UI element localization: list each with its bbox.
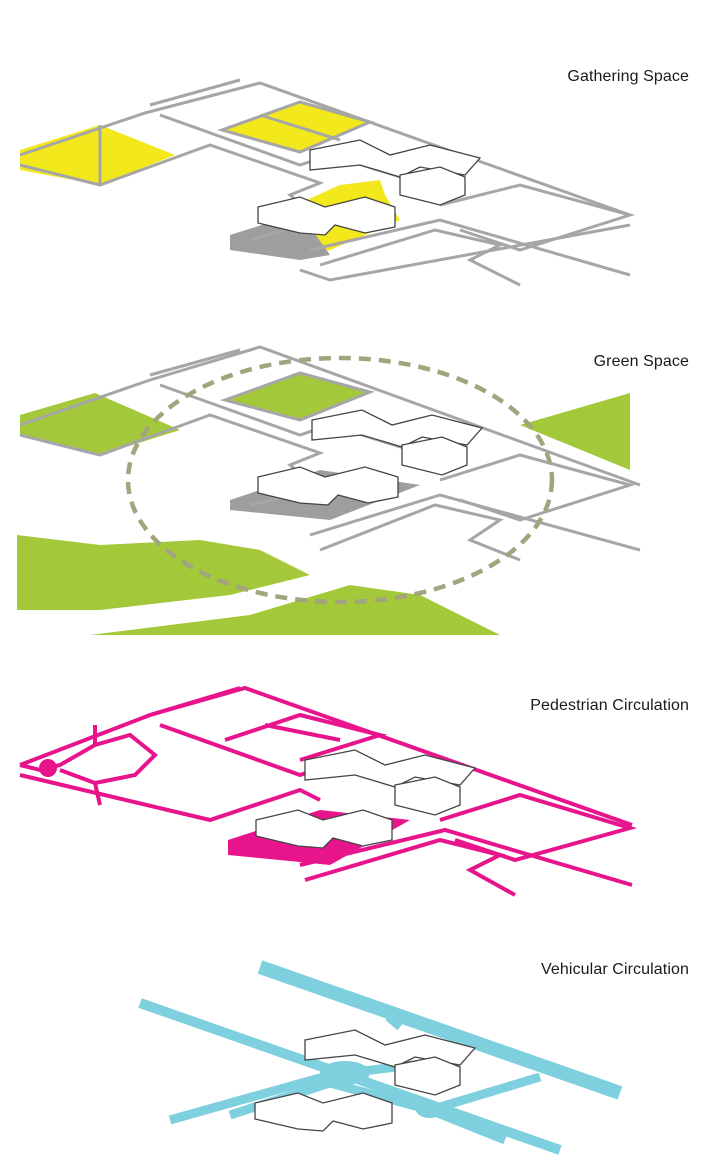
buildings	[255, 749, 477, 849]
building-north-wing	[401, 436, 468, 476]
gathering-zone-west	[20, 125, 175, 185]
building-south	[255, 809, 393, 849]
vehicular-circulation-title: Vehicular Circulation	[541, 961, 689, 978]
traffic-circle	[320, 1061, 370, 1085]
road-north-arterial	[257, 960, 623, 1100]
pedestrian-circulation-diagram	[19, 685, 638, 897]
building-south	[257, 196, 396, 236]
building-north	[304, 749, 477, 788]
green-field-east	[520, 393, 630, 470]
building-south	[254, 1092, 393, 1132]
green-field-west	[20, 393, 180, 455]
pedestrian-paths	[19, 685, 638, 897]
pedestrian-circulation-title: Pedestrian Circulation	[530, 697, 689, 714]
junction-node	[416, 1102, 444, 1118]
pedestrian-circulation-panel: Pedestrian Circulation	[0, 680, 708, 910]
building-north	[311, 409, 484, 448]
green-space-panel: Green Space	[0, 335, 708, 645]
green-space-diagram	[17, 345, 641, 635]
buildings	[254, 1029, 477, 1132]
road-east-branch	[428, 1072, 542, 1115]
roundabout-node	[39, 759, 57, 777]
gathering-space-diagram	[19, 78, 636, 287]
building-south	[257, 466, 399, 506]
road-connector-north	[385, 1013, 403, 1031]
influence-ring	[125, 355, 555, 605]
green-space-title: Green Space	[593, 353, 689, 370]
building-north-wing	[394, 1056, 461, 1096]
vehicular-circulation-panel: Vehicular Circulation	[0, 945, 708, 1167]
gathering-space-panel: Gathering Space	[0, 55, 708, 295]
buildings	[257, 409, 484, 506]
building-north-wing	[399, 166, 466, 206]
building-north-wing	[394, 776, 461, 816]
gathering-space-title: Gathering Space	[567, 68, 689, 85]
green-field-southwest	[17, 535, 310, 610]
building-north	[309, 139, 482, 178]
buildings	[257, 139, 482, 236]
vehicular-circulation-diagram	[138, 960, 623, 1155]
